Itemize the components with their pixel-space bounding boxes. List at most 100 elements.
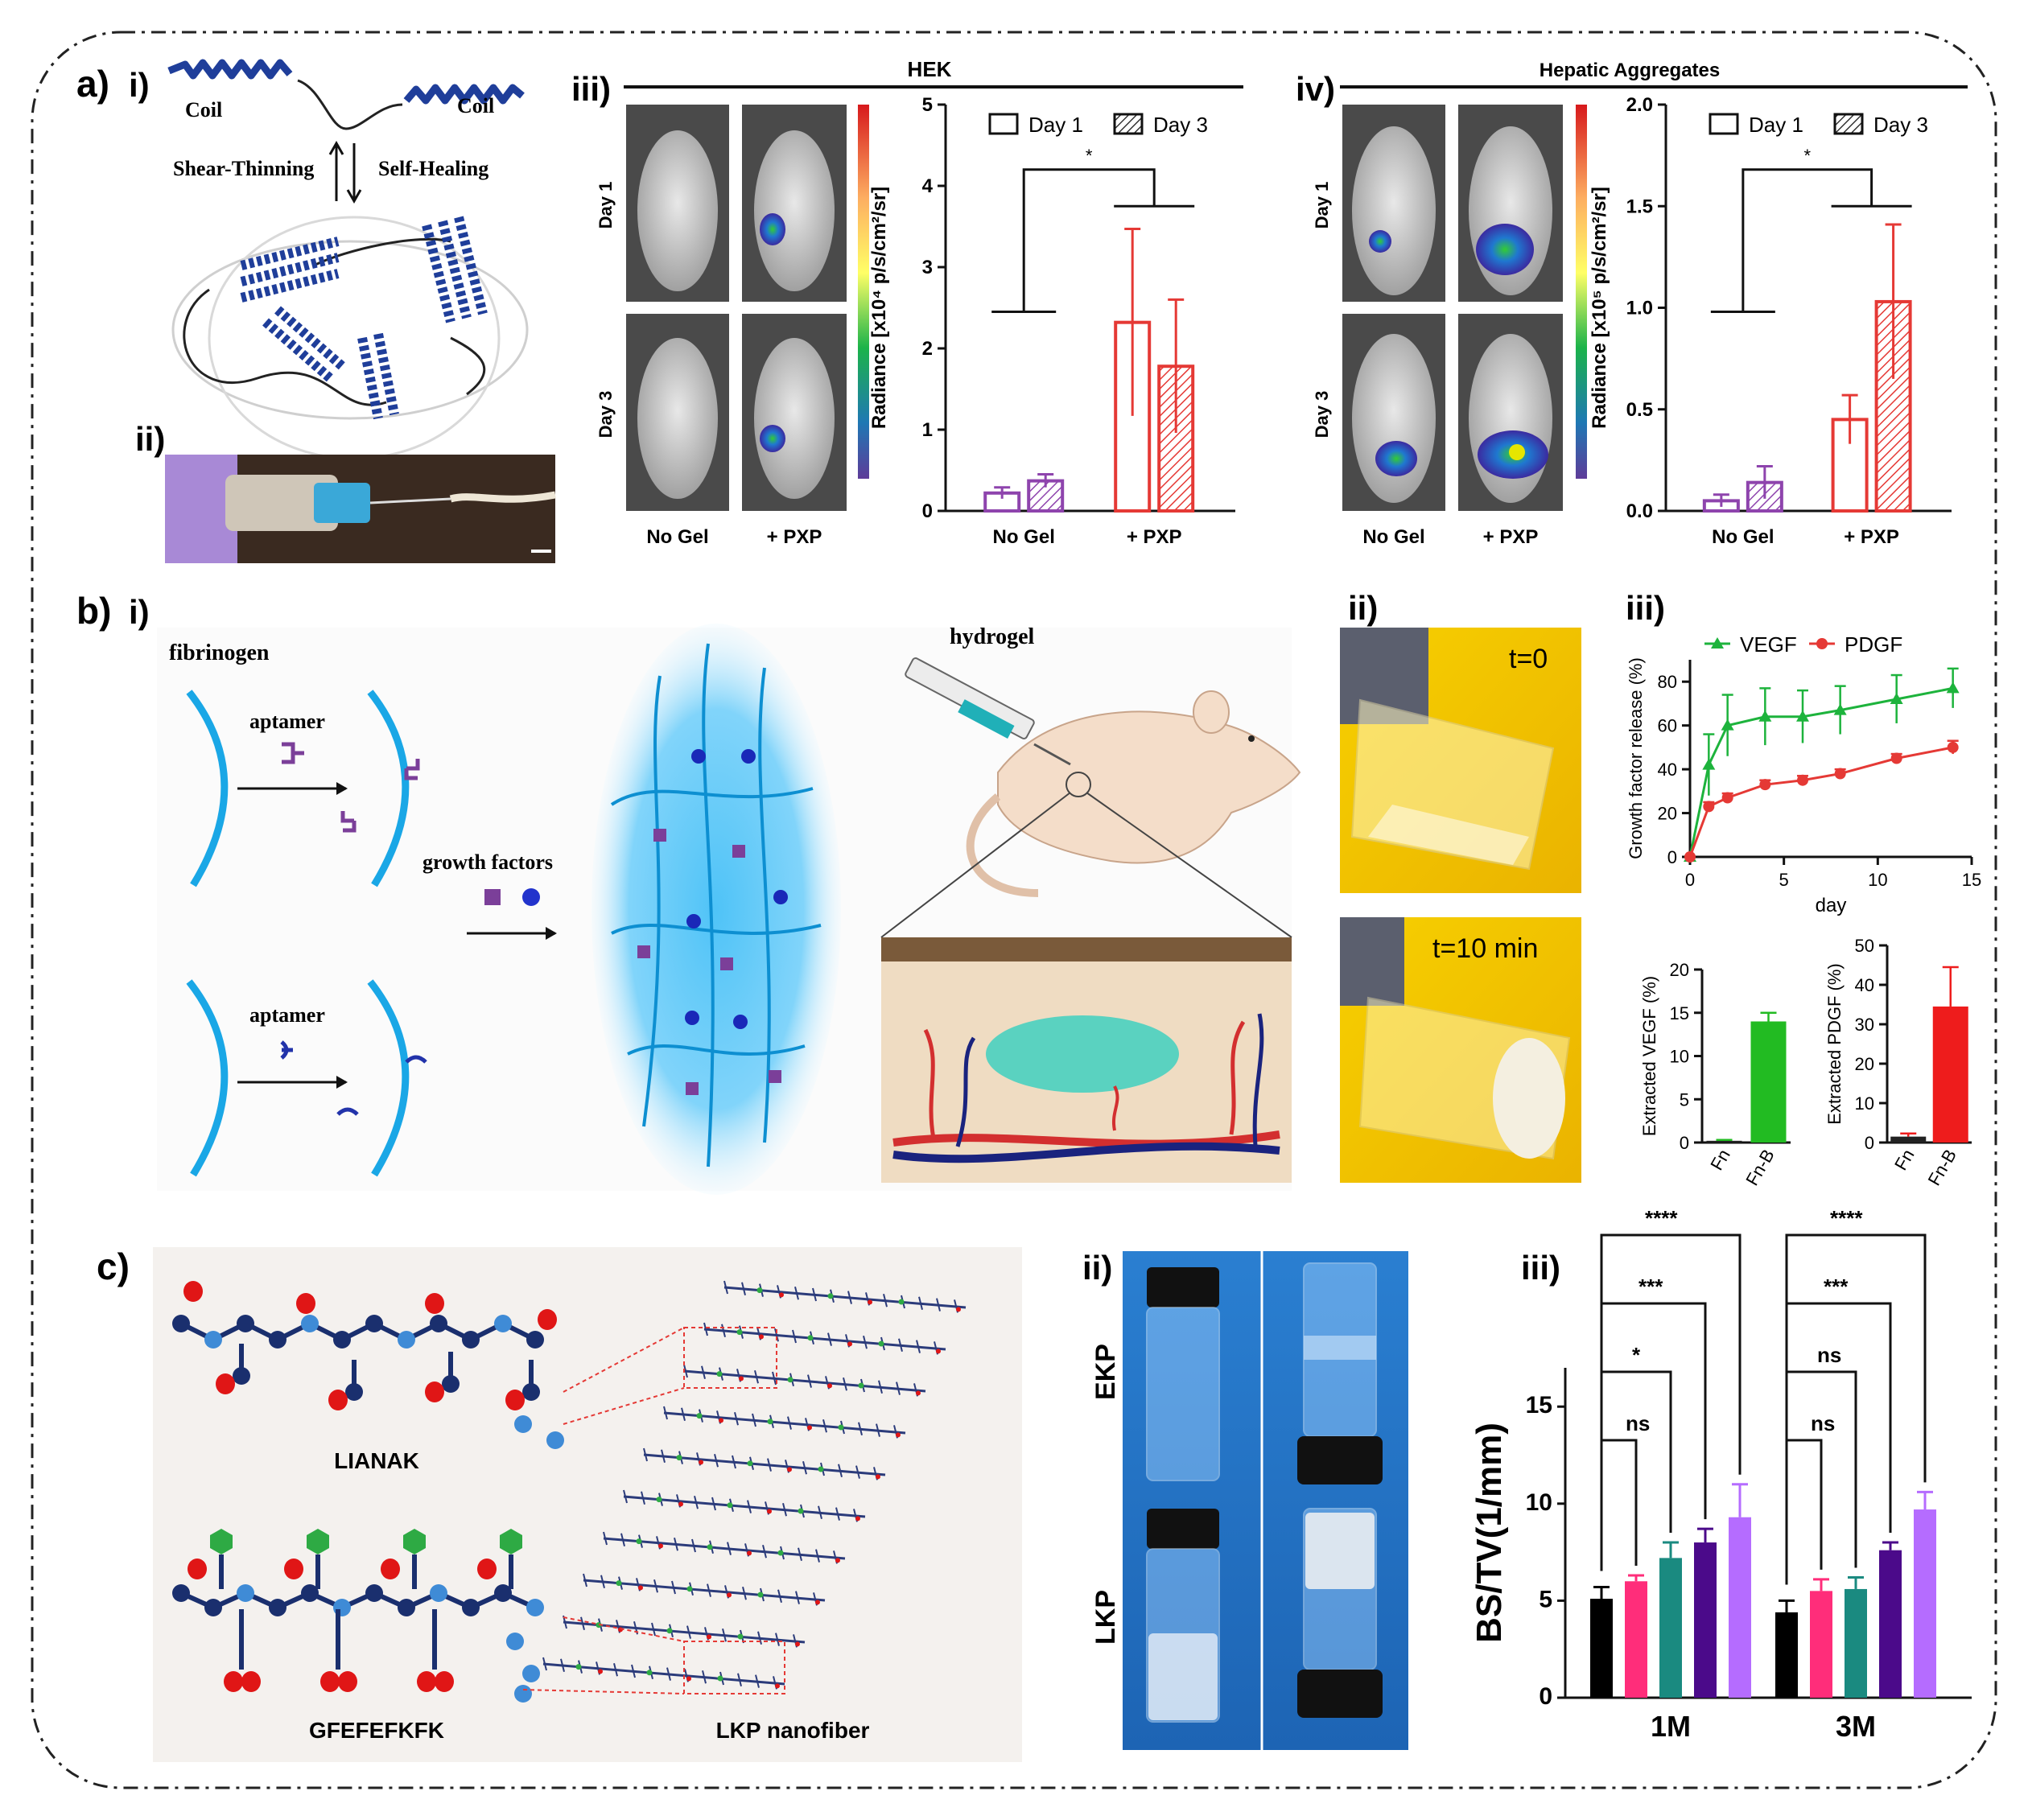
- bstv-bar: [1810, 1591, 1832, 1698]
- growth-factors-label: growth factors: [422, 850, 553, 874]
- pdgf-bar: [1890, 1136, 1927, 1143]
- lianak-atom: [365, 1315, 383, 1332]
- nanofiber-tick: [918, 1296, 923, 1311]
- lianak-oxygen: [425, 1293, 444, 1314]
- nanofiber-tick: [714, 1453, 719, 1468]
- release-point-vegf: [1890, 693, 1903, 704]
- nanofiber-node: [636, 1538, 642, 1545]
- nanofiber-strand: [683, 1369, 926, 1393]
- lianak-atom: [301, 1315, 319, 1332]
- hep-col-nogel: No Gel: [1362, 526, 1424, 548]
- nanofiber-node: [876, 1474, 880, 1480]
- bstv-bar: [1590, 1599, 1613, 1698]
- nanofiber-node: [878, 1340, 884, 1347]
- gfefefkfk-oxygen: [188, 1559, 207, 1579]
- gfefefkfk-atom: [365, 1584, 383, 1602]
- nanofiber-node: [868, 1299, 872, 1305]
- lianak-atom: [442, 1375, 460, 1393]
- hek-signal-day3: [760, 425, 785, 452]
- nanofiber-node: [916, 1390, 921, 1396]
- nanofiber-node: [855, 1516, 860, 1521]
- nanofiber-node: [678, 1501, 683, 1507]
- release-line-vegf: [1688, 686, 1953, 858]
- panel-a-i-label: i): [129, 66, 150, 104]
- lianak-atom: [172, 1315, 190, 1332]
- hydrogel-label: hydrogel: [950, 624, 1034, 649]
- release-xtick-label: 15: [1962, 870, 1981, 890]
- nanofiber-tick: [898, 1338, 903, 1353]
- release-xtick-label: 5: [1779, 870, 1789, 890]
- peptide-gfefefkfk-label: GFEFEFKFK: [309, 1718, 444, 1743]
- release-legend-vegf-marker: [1711, 637, 1724, 649]
- hep-ytick-label: 2.0: [1626, 94, 1653, 116]
- nanofiber-node: [767, 1419, 773, 1425]
- panel-c-label: c): [97, 1246, 130, 1287]
- hek-title: HEK: [908, 57, 952, 81]
- bstv-significance-label: ****: [1645, 1206, 1678, 1230]
- vegf-ytick-label: 20: [1670, 960, 1689, 980]
- lianak-oxygen: [425, 1381, 444, 1402]
- panel-b-label: b): [76, 590, 111, 632]
- nanofiber-tick: [663, 1406, 668, 1420]
- nanofiber-node: [696, 1413, 703, 1419]
- gfefefkfk-atom: [526, 1599, 544, 1616]
- nanofiber-tick: [603, 1531, 608, 1546]
- release-point-vegf: [1946, 681, 1960, 694]
- gfefefkfk-phenyl-ring: [307, 1529, 329, 1554]
- nanofiber-tick: [754, 1369, 759, 1384]
- pdgf-ytick-label: 20: [1855, 1054, 1874, 1074]
- hek-col-nogel: No Gel: [646, 526, 708, 548]
- lianak-atom: [269, 1331, 286, 1349]
- nanofiber-strand: [542, 1662, 785, 1686]
- nanofiber-tick: [683, 1364, 688, 1378]
- release-point-pdgf: [1703, 801, 1715, 813]
- release-ylabel: Growth factor release (%): [1626, 657, 1646, 859]
- release-ytick-label: 40: [1658, 760, 1677, 780]
- nanofiber-strand: [623, 1495, 866, 1518]
- nanofiber-strand: [723, 1286, 967, 1309]
- nanofiber-node: [787, 1467, 792, 1472]
- release-legend-pdgf-label: PDGF: [1845, 632, 1902, 657]
- nanofiber-tick: [774, 1328, 779, 1342]
- nanofiber-tick: [723, 1280, 728, 1295]
- panel-b-ii-label: ii): [1348, 589, 1378, 627]
- gfefefkfk-oxygen: [241, 1671, 261, 1692]
- nanofiber-node: [847, 1341, 852, 1347]
- nanofiber-tick: [691, 1538, 696, 1553]
- vegf-ylabel: Extracted VEGF (%): [1639, 976, 1659, 1136]
- skin-cross-section: [881, 937, 1292, 1183]
- vegf-category-label: Fn-B: [1742, 1146, 1778, 1189]
- nanofiber-tick: [847, 1291, 852, 1304]
- panel-c-iii-label: iii): [1521, 1249, 1560, 1287]
- panel-b-iii-label: iii): [1626, 589, 1665, 627]
- gfefefkfk-oxygen: [338, 1671, 357, 1692]
- nanofiber-node: [756, 1287, 763, 1294]
- gfefefkfk-oxygen: [417, 1671, 436, 1692]
- panel-c: c) i) LIANAK GFEFEFKFK LKP nanofiber ii): [97, 1206, 1972, 1762]
- pdgf-ylabel: Extracted PDGF (%): [1824, 963, 1845, 1124]
- nanofiber-tick: [671, 1580, 676, 1595]
- figure-frame: [31, 31, 1997, 1789]
- gfefefkfk-phenyl-ring: [403, 1529, 426, 1554]
- helix-network: [171, 216, 529, 460]
- gfefefkfk-atom: [494, 1584, 512, 1602]
- nanofiber-tick: [798, 1547, 802, 1562]
- nanofiber-node: [787, 1377, 793, 1383]
- hek-legend-day3-label: Day 3: [1153, 113, 1208, 137]
- gfefefkfk-atom: [506, 1633, 524, 1650]
- pdgf-category-label: Fn: [1890, 1146, 1918, 1174]
- hep-signal-nogel-day3: [1375, 441, 1417, 476]
- nanofiber-tick: [762, 1544, 767, 1559]
- gel-network: [592, 624, 841, 1195]
- hek-bar: [1027, 479, 1065, 513]
- nanofiber-tick: [694, 1495, 699, 1509]
- vegf-ytick-label: 10: [1670, 1047, 1689, 1067]
- hep-legend-day3-swatch: [1833, 113, 1864, 135]
- lianak-atom: [526, 1331, 544, 1349]
- panel-a-ii-label: ii): [135, 420, 165, 458]
- nanofiber-node: [936, 1349, 941, 1354]
- nanofiber-tick: [732, 1455, 736, 1469]
